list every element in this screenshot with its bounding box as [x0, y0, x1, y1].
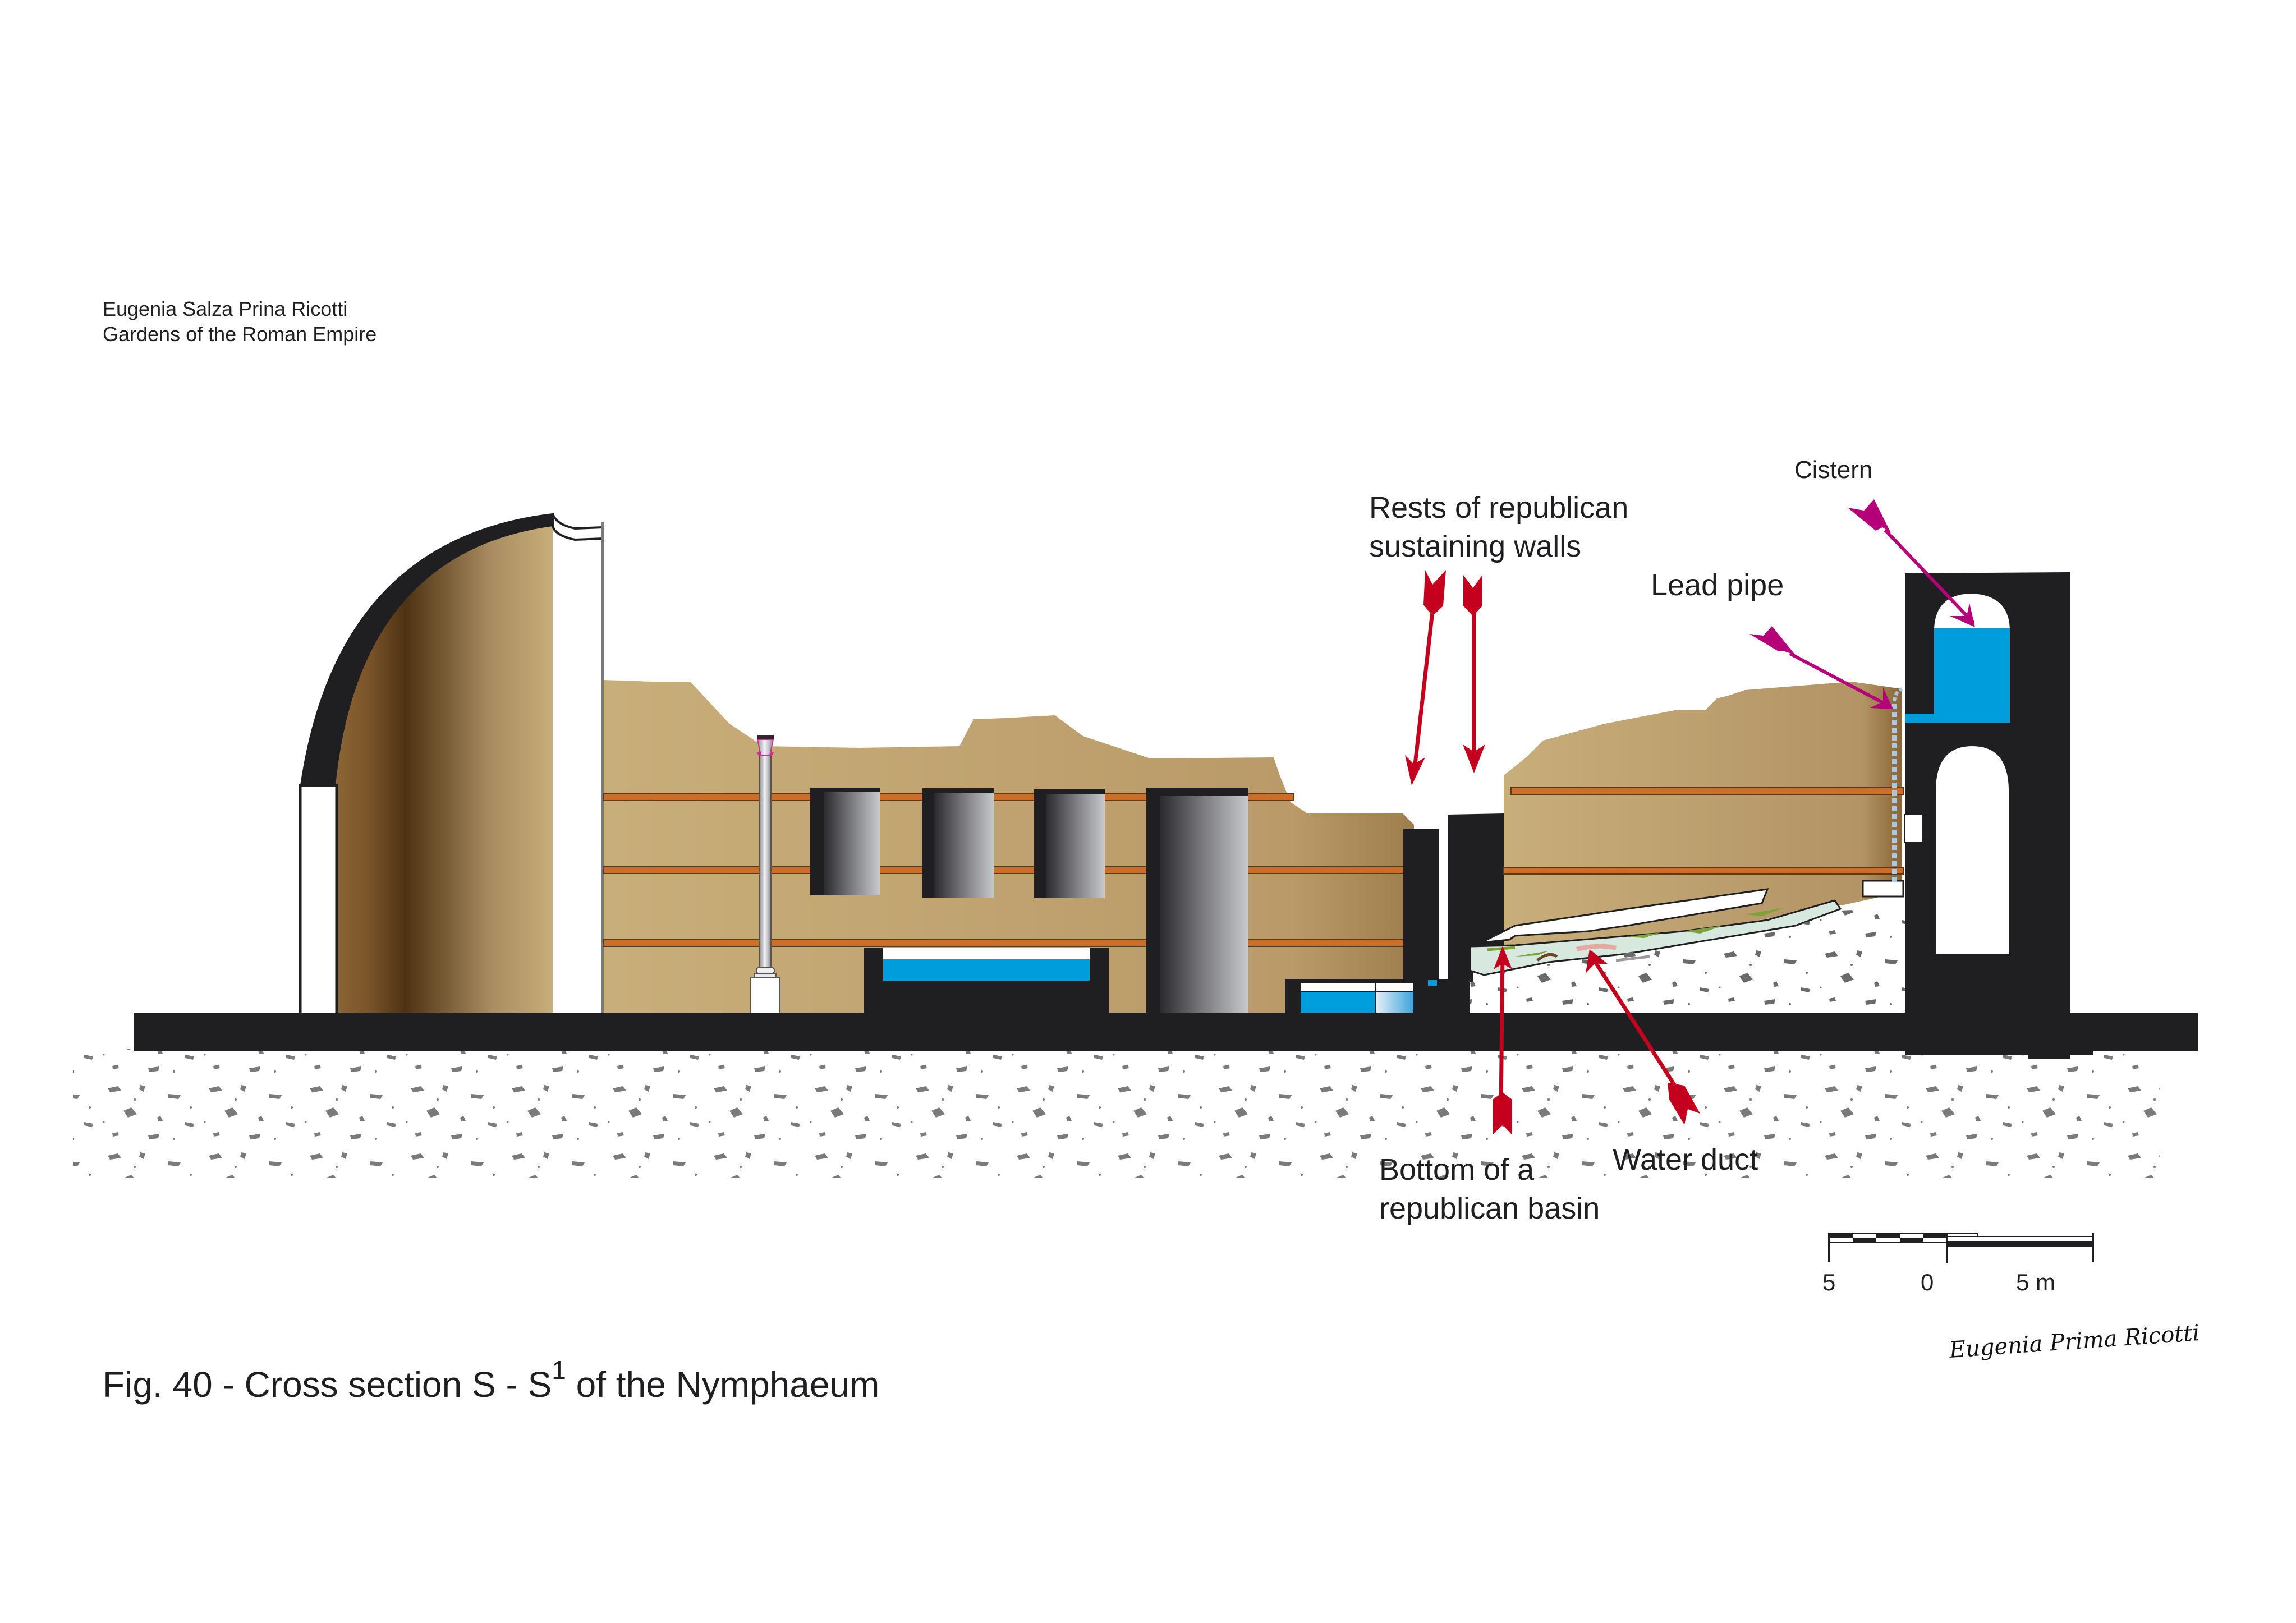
label-bottom-basin-line2: republican basin: [1379, 1192, 1600, 1225]
scale-bar: 5 0 5 m: [1822, 1233, 2094, 1295]
apse: [299, 513, 604, 1023]
niches: [810, 788, 1248, 1021]
scale-label-right: 5 m: [2016, 1269, 2055, 1295]
foundation: [134, 1013, 2198, 1051]
wall-base-step: [1862, 880, 1904, 898]
credit-author: Eugenia Salza Prina Ricotti: [103, 297, 347, 320]
niche-2: [922, 788, 994, 898]
course-right-top: [1510, 787, 1904, 795]
lead-pipe: [1892, 687, 1903, 882]
basin-left: [864, 948, 1109, 1021]
caption-prefix: Fig. 40 - Cross section S - S: [103, 1364, 552, 1405]
author-signature: Eugenia Prima Ricotti: [1948, 1320, 2200, 1363]
course-bottom: [603, 939, 1412, 947]
cistern-water: [1934, 628, 2010, 723]
arrows: [1405, 499, 1975, 1135]
arrow-water-duct: [1586, 949, 1700, 1125]
arrow-bottom-basin: [1493, 946, 1512, 1135]
credit-book: Gardens of the Roman Empire: [103, 323, 376, 346]
annotation-labels: Rests of republican sustaining walls Cis…: [1369, 456, 1872, 1225]
arrow-rests-walls-1: [1405, 570, 1446, 785]
label-lead-pipe: Lead pipe: [1651, 568, 1784, 602]
rubble-fill: [1470, 908, 1908, 1015]
figure-caption: Fig. 40 - Cross section S - S1 of the Ny…: [103, 1355, 879, 1405]
label-rests-walls-line1: Rests of republican: [1369, 491, 1628, 525]
cistern-tower: [1904, 572, 2093, 1059]
course-right-bottom: [1503, 867, 1904, 875]
arrow-cistern: [1848, 499, 1975, 627]
earth-mass-right: [1503, 682, 1904, 954]
label-bottom-basin-line1: Bottom of a: [1379, 1153, 1535, 1187]
course-middle: [603, 866, 1412, 874]
caption-suffix: of the Nymphaeum: [566, 1364, 880, 1405]
arrow-lead-pipe: [1749, 626, 1893, 709]
ground-rubble: [73, 1049, 2160, 1178]
credit-block: Eugenia Salza Prina Ricotti Gardens of t…: [103, 297, 376, 346]
niche-3: [1034, 789, 1105, 898]
arch-opening: [1936, 746, 2009, 954]
scale-label-zero: 0: [1921, 1269, 1934, 1295]
niche-4-large: [1146, 788, 1248, 1021]
label-water-duct: Water duct: [1613, 1143, 1758, 1176]
cistern-outlet: [1905, 714, 1934, 723]
arrow-rests-walls-2: [1463, 575, 1485, 773]
label-cistern: Cistern: [1794, 456, 1872, 484]
scale-label-left: 5: [1822, 1269, 1835, 1295]
label-rests-walls-line2: sustaining walls: [1369, 530, 1581, 563]
caption-superscript: 1: [552, 1355, 566, 1385]
niche-1: [810, 788, 880, 895]
sustaining-wall-1: [1403, 829, 1439, 980]
